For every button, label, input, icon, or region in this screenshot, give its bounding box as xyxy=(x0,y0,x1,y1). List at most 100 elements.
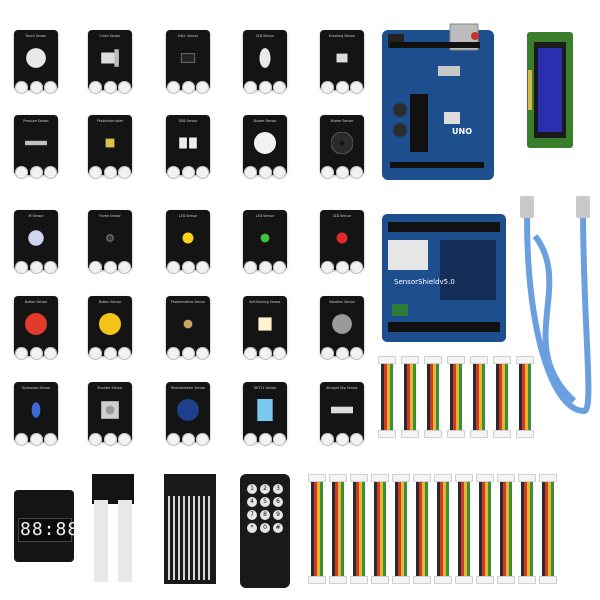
remote-button-10: 0 xyxy=(260,523,270,533)
remote-button-11: # xyxy=(273,523,283,533)
jumper-cable xyxy=(497,474,515,584)
uno-board: UNO xyxy=(380,22,498,182)
sensor-module-touch: Touch Sensor xyxy=(14,30,58,94)
uno-board-graphic xyxy=(382,23,494,180)
sensor-module-dht: DHT11 Sensor xyxy=(243,382,287,446)
mounting-holes xyxy=(167,347,209,360)
sensor-module-hall2: Straight Slip Sensor xyxy=(320,382,364,446)
digit-display-module: 88:88 xyxy=(14,490,78,562)
mounting-holes xyxy=(15,347,57,360)
jumper-cable xyxy=(518,474,536,584)
sensor-module-ir: IR Sensor xyxy=(14,210,58,274)
sensor-component-ir-led xyxy=(25,227,47,253)
mounting-holes xyxy=(167,261,209,274)
digit-display-value: 88:88 xyxy=(20,519,80,540)
sensor-module-tilt: Pressure Sensor xyxy=(14,115,58,179)
sensor-module-title: LED Sensor xyxy=(255,214,275,218)
mounting-holes xyxy=(89,166,131,179)
jumper-cable xyxy=(413,474,431,584)
sensor-module-title: Pressure Sensor xyxy=(23,119,49,123)
sensor-component-flame xyxy=(99,227,121,253)
jumper-cable xyxy=(401,356,419,438)
mounting-holes xyxy=(89,261,131,274)
water-level-sensor xyxy=(164,474,216,584)
mounting-holes xyxy=(89,81,131,94)
jumper-cable xyxy=(371,474,389,584)
sensor-component-white-buzzer xyxy=(254,132,276,158)
jumper-cable xyxy=(392,474,410,584)
sensor-module-knock: Knocking Sensor xyxy=(320,30,364,94)
remote-button-3: 4 xyxy=(247,497,257,507)
sensor-module-title: IR Sensor xyxy=(28,214,44,218)
remote-button-7: 8 xyxy=(260,510,270,520)
sensor-module-rgb: RGB Sensor xyxy=(166,115,210,179)
jumper-cable xyxy=(447,356,465,438)
sensor-module-hall: HALL Sensor xyxy=(166,30,210,94)
mounting-holes xyxy=(89,347,131,360)
sensor-component-switch xyxy=(99,47,121,73)
sensor-module-title: Potentiometer Sensor xyxy=(170,386,206,390)
sensor-module-title: DHT11 Sensor xyxy=(253,386,277,390)
mounting-holes xyxy=(15,261,57,274)
sensor-component-hall xyxy=(177,47,199,73)
sensor-module-led-w: Self-flashing Sensor xyxy=(243,296,287,360)
sensor-component-photo xyxy=(99,132,121,158)
remote-button-1: 2 xyxy=(260,484,270,494)
sensor-module-title: LED Sensor xyxy=(332,214,352,218)
sensor-module-encoder: Encoder Sensor xyxy=(88,382,132,446)
sensor-component-reed xyxy=(254,47,276,73)
sensor-module-title: Straight Slip Sensor xyxy=(326,386,358,390)
sensor-module-crash: Crash Sensor xyxy=(88,30,132,94)
mounting-holes xyxy=(15,433,57,446)
mounting-holes xyxy=(167,433,209,446)
mounting-holes xyxy=(321,347,363,360)
sensor-component-pot xyxy=(177,399,199,425)
jumper-cable xyxy=(424,356,442,438)
mounting-holes xyxy=(244,166,286,179)
sensor-module-vibration: Vibration Sensor xyxy=(320,296,364,360)
mounting-holes xyxy=(321,81,363,94)
sensor-component-tilt xyxy=(25,132,47,158)
sensor-module-title: HALL Sensor xyxy=(177,34,199,38)
sensor-component-white-led xyxy=(254,313,276,339)
sensor-module-title: LED Sensor xyxy=(178,214,198,218)
mounting-holes xyxy=(244,261,286,274)
mounting-holes xyxy=(244,81,286,94)
jumper-cable xyxy=(493,356,511,438)
sensor-module-reed: LED Sensor xyxy=(243,30,287,94)
sensor-module-led-r: LED Sensor xyxy=(320,210,364,274)
sensor-module-title: Self-flashing Sensor xyxy=(249,300,281,304)
sensor-shield-graphic xyxy=(382,214,506,342)
sensor-component-yellow-button xyxy=(99,313,121,339)
sensor-module-buzzer1: Buzzer Sensor xyxy=(243,115,287,179)
sensor-component-red-led xyxy=(331,227,353,253)
mounting-holes xyxy=(244,347,286,360)
sensor-module-title: Vibration Sensor xyxy=(328,300,356,304)
mounting-holes xyxy=(321,433,363,446)
mounting-holes xyxy=(89,433,131,446)
sensor-component-red-button xyxy=(25,313,47,339)
digit-display-window xyxy=(18,518,72,542)
lcd-graphic xyxy=(527,32,573,148)
jumper-cable xyxy=(434,474,452,584)
sensor-module-title: Buzzer Sensor xyxy=(330,119,354,123)
jumper-cable xyxy=(516,356,534,438)
sensor-component-rgb xyxy=(177,132,199,158)
jumper-cable xyxy=(539,474,557,584)
jumper-cable xyxy=(470,356,488,438)
remote-button-6: 7 xyxy=(247,510,257,520)
sensor-module-title: Touch Sensor xyxy=(25,34,47,38)
sensor-module-title: Knocking Sensor xyxy=(328,34,356,38)
sensor-module-led-y: LED Sensor xyxy=(166,210,210,274)
remote-button-4: 5 xyxy=(260,497,270,507)
sensor-module-title: Photoresistive Sensor xyxy=(170,300,206,304)
sensor-module-title: LED Sensor xyxy=(255,34,275,38)
lcd-module xyxy=(525,30,575,150)
sensor-component-disc xyxy=(25,47,47,73)
sensor-module-title: RGB Sensor xyxy=(178,119,198,123)
jumper-cable xyxy=(350,474,368,584)
sensor-module-btn-r: Button Sensor xyxy=(14,296,58,360)
jumper-cable xyxy=(378,356,396,438)
sensor-module-flame: Flame Sensor xyxy=(88,210,132,274)
